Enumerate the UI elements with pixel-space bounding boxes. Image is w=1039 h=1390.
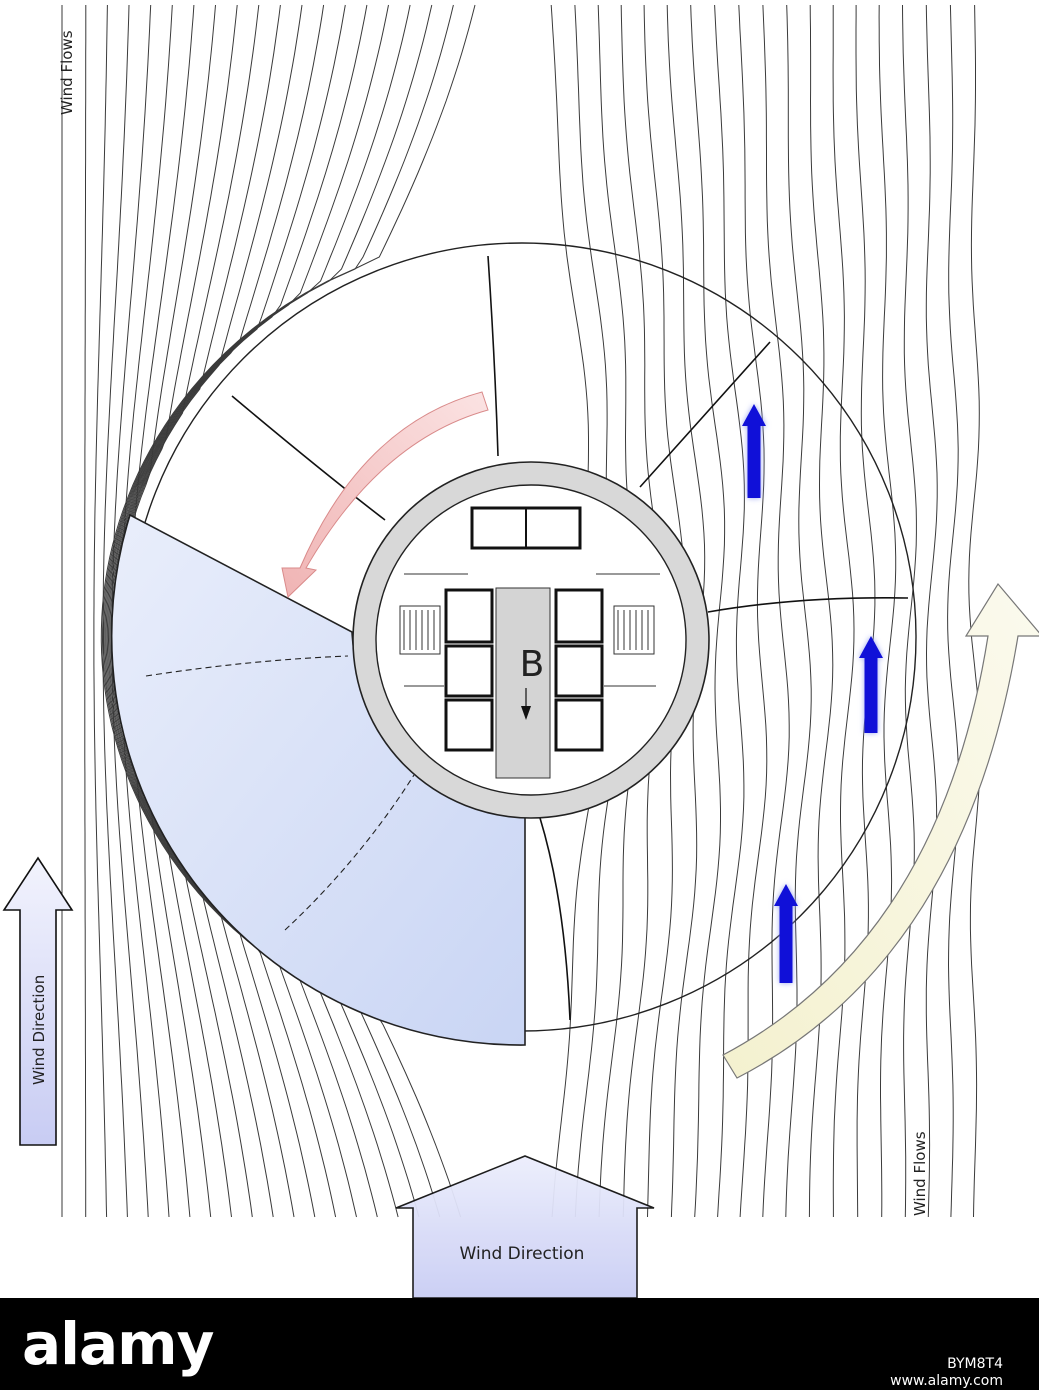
wind-flow-line [107,4,346,1218]
wind-flow-line [855,5,876,1218]
alamy-logo: alamy [22,1310,214,1378]
wind-flow-line [738,4,768,1218]
wind-flow-line [101,4,454,1218]
blue-wind-arrow [859,636,883,733]
wind-flow-line [968,4,981,1218]
wind-flow-line [832,5,855,1217]
wind-flow-line [104,4,411,1218]
central-core: B [352,461,710,819]
blue-wind-arrow [774,884,798,983]
radial-partitions [231,255,909,1021]
wind-flow-line [714,4,745,1218]
yellow-flow-arrow [722,582,1039,1079]
wind-direction-arrow-left: Wind Direction [2,856,74,1146]
wind-flow-line [947,4,960,1218]
wind-flow-line [105,4,389,1218]
wind-flow-line [762,4,790,1218]
wind-direction-arrow-bottom: Wind Direction [395,1155,655,1298]
blue-wind-arrow [742,404,766,498]
wind-flow-line [902,4,917,1218]
watermark-footer [0,1298,1039,1390]
wind-flows-label-top: Wind Flows [58,30,76,115]
wind-flow-line [109,4,325,1218]
wind-flow-line [84,5,87,1217]
image-id: BYM8T4 [947,1356,1003,1372]
right-lift-bank [554,588,604,752]
core-corridor [495,587,551,779]
right-stair [613,605,655,655]
wind-direction-label-bottom: Wind Direction [460,1244,585,1264]
wind-flow-line [878,4,897,1218]
wedge-dashed-line-lower [284,774,415,931]
wind-flow-line [93,4,108,1218]
left-lift-bank [444,588,494,752]
pink-rotation-arrow [281,391,489,598]
wind-flow-line [808,4,834,1218]
alamy-url: www.alamy.com [890,1373,1003,1389]
wind-flow-line [103,4,433,1218]
wind-flow-line [925,4,938,1218]
wind-flows-label-right: Wind Flows [911,1131,929,1216]
wind-flow-line [106,4,368,1218]
core-letter: B [520,644,545,685]
left-stair [399,605,441,655]
wind-flow-diagram: B Wind Direction Wind Direction Wind Flo… [2,4,1039,1298]
wedge-dashed-line-upper [145,655,349,677]
blue-wind-arrows [742,404,883,983]
wind-flow-line [690,4,726,1218]
wind-direction-label-left: Wind Direction [30,975,48,1085]
